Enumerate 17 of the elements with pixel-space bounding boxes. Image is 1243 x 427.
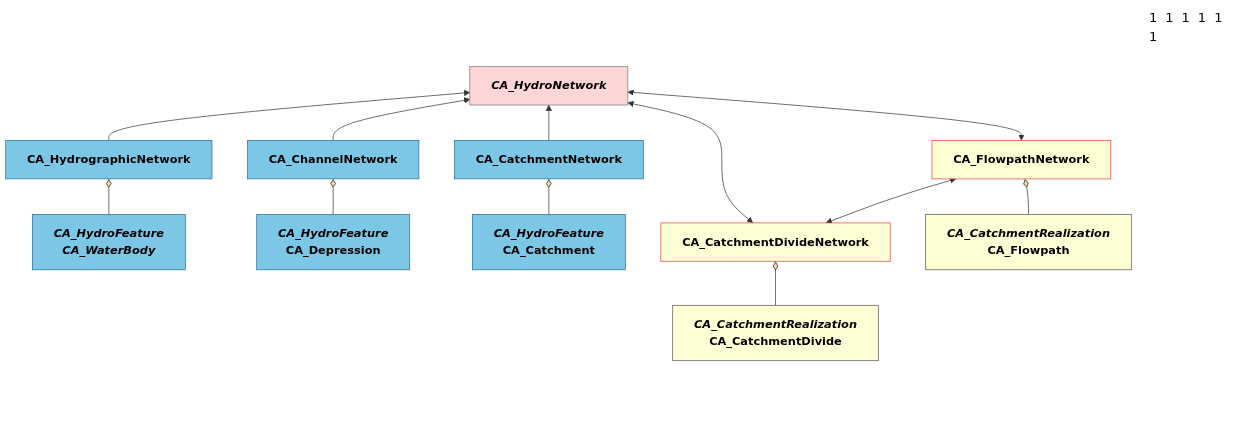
- node-box: CA_CatchmentDivideNetwork: [660, 222, 891, 262]
- node-box: CA_CatchmentRealization CA_Flowpath: [925, 213, 1132, 270]
- node-box: CA_ChannelNetwork: [247, 140, 420, 180]
- node-box: CA_HydroNetwork: [469, 66, 629, 106]
- node-box: CA_FlowpathNetwork: [931, 140, 1112, 180]
- multiplicity-label: 1: [1165, 10, 1174, 25]
- multiplicity-label: 1: [1214, 10, 1223, 25]
- node-box: CA_CatchmentNetwork: [454, 140, 644, 180]
- node-box: CA_HydroFeature CA_Catchment: [472, 213, 626, 270]
- node-box: CA_CatchmentRealization CA_CatchmentDivide: [672, 304, 879, 361]
- multiplicity-label: 1: [1181, 10, 1190, 25]
- node-box: CA_HydroFeature CA_WaterBody: [32, 213, 186, 270]
- node-box: CA_HydrographicNetwork: [5, 140, 213, 180]
- multiplicity-label: 1: [1149, 29, 1158, 44]
- multiplicity-label: 1: [1197, 10, 1207, 25]
- node-box: CA_HydroFeature CA_Depression: [256, 213, 411, 270]
- multiplicity-label: 1: [1149, 10, 1158, 25]
